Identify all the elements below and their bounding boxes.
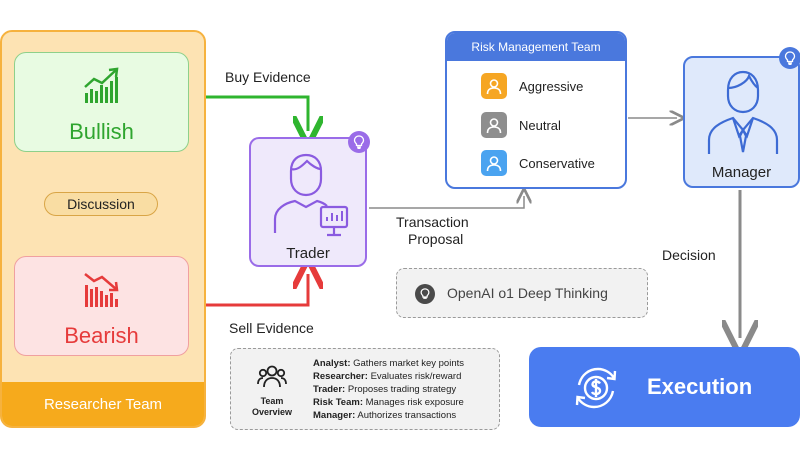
sell-evidence-label: Sell Evidence — [229, 320, 314, 336]
lightbulb-icon — [784, 51, 796, 65]
buy-evidence-arrow — [189, 95, 308, 131]
overview-row-manager: Manager: Authorizes transactions — [313, 410, 456, 422]
aggressive-person-icon — [481, 73, 507, 99]
risk-management-panel: Risk Management Team Aggressive Neutral … — [445, 31, 627, 189]
team-overview-title-line2: Overview — [251, 407, 293, 417]
overview-role: Trader: — [313, 384, 346, 395]
overview-row-analyst: Analyst: Gathers market key points — [313, 358, 464, 370]
sell-evidence-arrow — [189, 274, 308, 307]
transaction-proposal-line2: Proposal — [408, 231, 464, 247]
overview-desc: Evaluates risk/reward — [370, 371, 462, 382]
trader-card: Trader — [249, 137, 367, 267]
openai-note-text: OpenAI o1 Deep Thinking — [447, 285, 608, 301]
bullish-card: Bullish — [14, 52, 189, 152]
risk-member-neutral: Neutral — [481, 112, 561, 138]
trader-presentation-icon — [273, 153, 349, 237]
team-overview-box: Team Overview Analyst: Gathers market ke… — [230, 348, 500, 430]
bearish-card: Bearish — [14, 256, 189, 356]
manager-lightbulb-badge — [779, 47, 800, 69]
lightbulb-icon — [415, 284, 435, 304]
openai-deep-thinking-note: OpenAI o1 Deep Thinking — [396, 268, 648, 318]
manager-label: Manager — [711, 164, 772, 181]
transaction-proposal-label: Transaction Proposal — [396, 214, 469, 248]
manager-card: Manager — [683, 56, 800, 188]
overview-desc: Manages risk exposure — [365, 397, 464, 408]
execution-card: Execution — [529, 347, 800, 427]
manager-person-icon — [707, 70, 779, 154]
dollar-cycle-icon — [575, 367, 617, 409]
overview-role: Risk Team: — [313, 397, 363, 408]
overview-role: Researcher: — [313, 371, 368, 382]
risk-member-conservative: Conservative — [481, 150, 595, 176]
risk-member-label: Aggressive — [519, 78, 584, 94]
decision-label: Decision — [662, 247, 716, 263]
execution-label: Execution — [647, 374, 753, 399]
neutral-person-icon — [481, 112, 507, 138]
overview-desc: Gathers market key points — [353, 358, 465, 369]
overview-role: Analyst: — [313, 358, 351, 369]
risk-member-label: Neutral — [519, 117, 561, 133]
team-overview-title-line1: Team — [260, 396, 284, 406]
chart-up-icon — [84, 67, 119, 103]
overview-row-risk-team: Risk Team: Manages risk exposure — [313, 397, 464, 409]
risk-member-aggressive: Aggressive — [481, 73, 583, 99]
team-overview-title: Team Overview — [247, 396, 297, 418]
lightbulb-icon — [353, 135, 365, 149]
bearish-label: Bearish — [64, 323, 139, 348]
transaction-proposal-line1: Transaction — [396, 214, 469, 230]
team-people-icon — [257, 365, 287, 388]
overview-row-researcher: Researcher: Evaluates risk/reward — [313, 371, 461, 383]
bullish-label: Bullish — [69, 119, 134, 144]
transaction-proposal-arrow — [369, 196, 524, 209]
discussion-pill: Discussion — [44, 192, 158, 216]
overview-role: Manager: — [313, 410, 356, 421]
risk-member-label: Conservative — [519, 155, 595, 171]
conservative-person-icon — [481, 150, 507, 176]
overview-desc: Authorizes transactions — [357, 410, 457, 421]
chart-down-icon — [84, 273, 119, 307]
risk-team-title: Risk Management Team — [447, 33, 625, 61]
trader-label: Trader — [286, 245, 330, 262]
overview-desc: Proposes trading strategy — [347, 384, 457, 395]
trader-lightbulb-badge — [348, 131, 370, 153]
overview-row-trader: Trader: Proposes trading strategy — [313, 384, 456, 396]
researcher-team-title: Researcher Team — [2, 382, 204, 426]
buy-evidence-label: Buy Evidence — [225, 69, 311, 85]
